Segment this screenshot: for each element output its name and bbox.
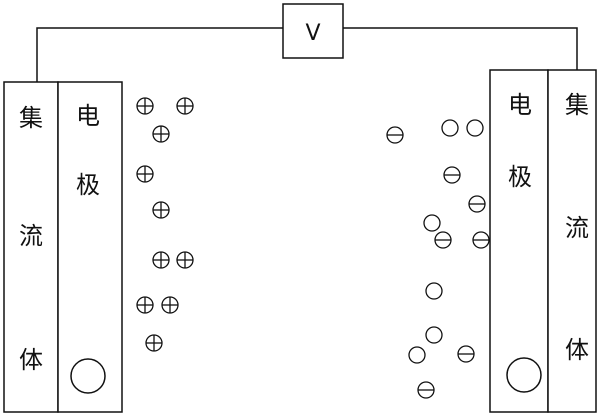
neutral-group — [408, 119, 484, 364]
anion-7 — [417, 381, 435, 399]
left-electrode-char-2: 极 — [76, 171, 100, 199]
neutral-particle-5 — [425, 326, 443, 344]
anion-6 — [457, 345, 475, 363]
anion-2 — [443, 166, 461, 184]
voltmeter-box — [282, 3, 344, 59]
anion-5 — [472, 231, 490, 249]
voltmeter-label: V — [305, 21, 320, 46]
neutral-particle-6 — [408, 346, 426, 364]
cation-2 — [176, 97, 194, 115]
cation-3 — [152, 125, 170, 143]
neutral-particle-2 — [466, 119, 484, 137]
cation-6 — [152, 251, 170, 269]
wire-left — [36, 27, 283, 82]
left-electrode — [57, 81, 123, 413]
cation-4 — [136, 165, 154, 183]
left-collector — [3, 81, 59, 413]
neutral-particle-3 — [423, 214, 441, 232]
left-collector-char-2: 流 — [19, 222, 43, 250]
anion-group — [386, 126, 490, 399]
left-collector-char-3: 体 — [19, 346, 43, 374]
cation-5 — [152, 201, 170, 219]
left-electrode-particle — [70, 358, 106, 394]
right-electrode-particle — [506, 357, 542, 393]
neutral-particle-1 — [441, 119, 459, 137]
wire-right — [343, 27, 578, 70]
left-electrode-char-1: 电 — [76, 102, 100, 130]
right-electrode — [489, 69, 549, 413]
cation-10 — [145, 334, 163, 352]
anion-3 — [468, 195, 486, 213]
right-collector-char-2: 流 — [565, 214, 589, 242]
cation-7 — [176, 251, 194, 269]
anion-4 — [434, 231, 452, 249]
right-electrode-char-2: 极 — [508, 163, 532, 191]
right-electrode-char-1: 电 — [508, 91, 532, 119]
cation-group — [136, 97, 194, 352]
cation-1 — [136, 97, 154, 115]
right-collector — [547, 69, 597, 413]
cation-9 — [161, 296, 179, 314]
anion-1 — [386, 126, 404, 144]
left-collector-char-1: 集 — [19, 104, 43, 132]
right-collector-char-3: 体 — [565, 336, 589, 364]
neutral-particle-4 — [425, 282, 443, 300]
cation-8 — [136, 296, 154, 314]
right-collector-char-1: 集 — [565, 91, 589, 119]
